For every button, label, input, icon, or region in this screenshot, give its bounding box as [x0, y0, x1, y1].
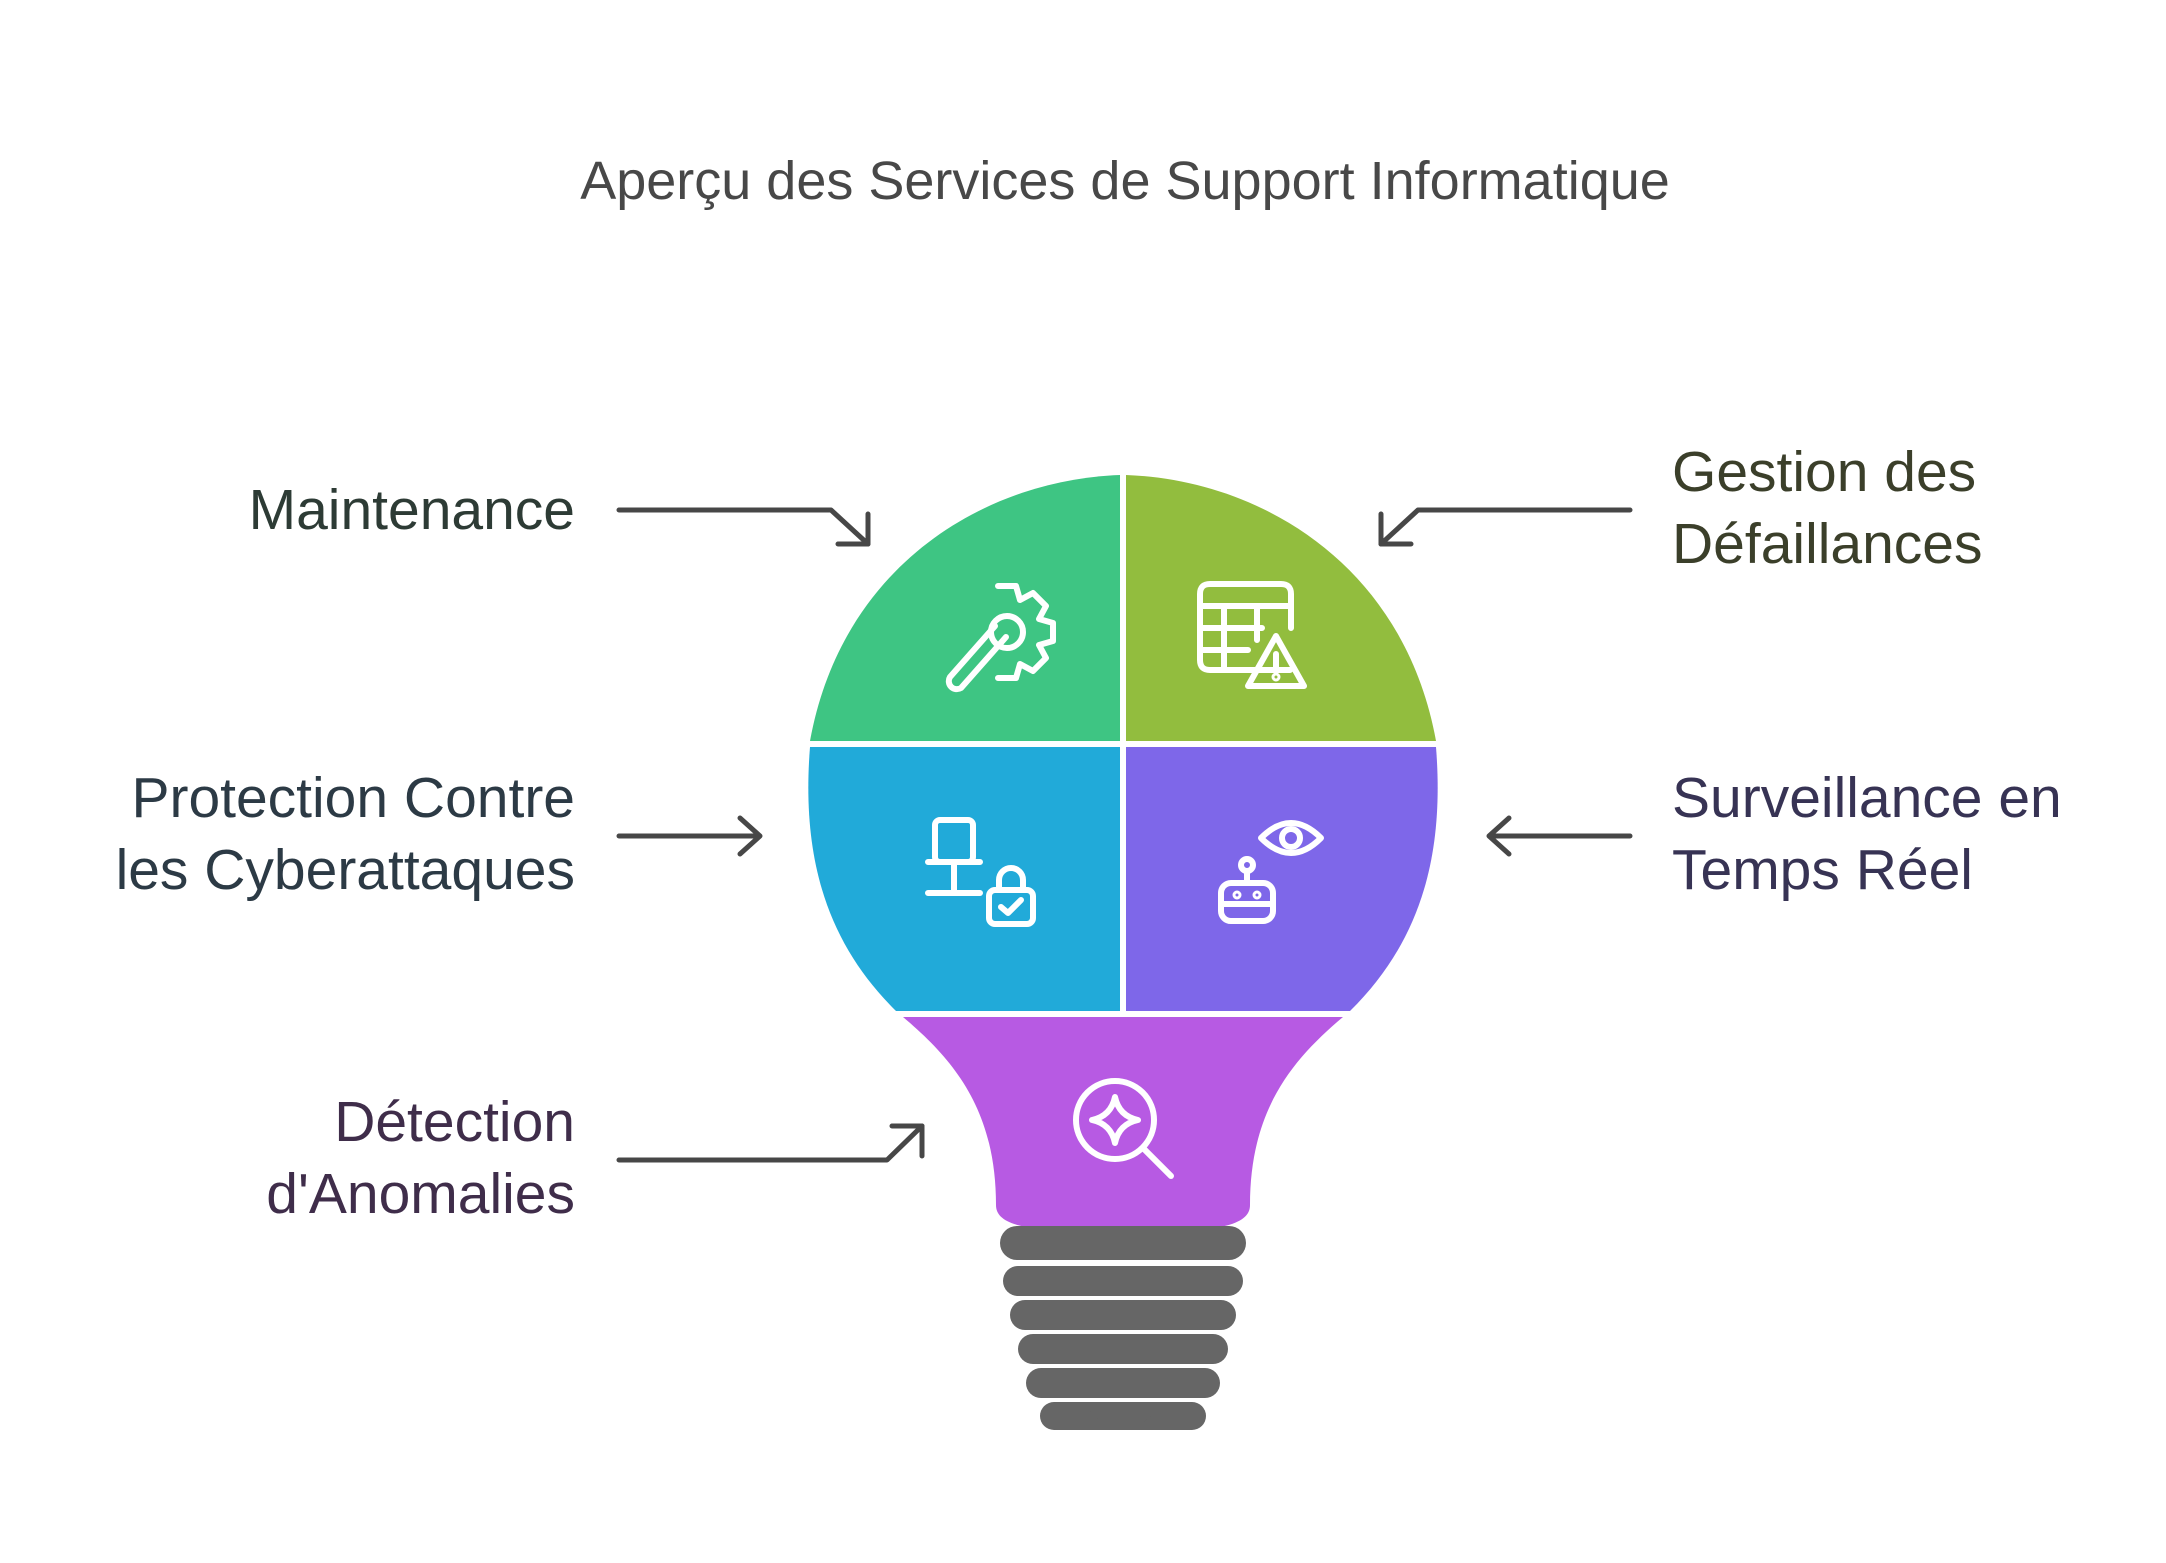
- label-line: Protection Contre: [131, 766, 575, 830]
- magnify-sparkle-icon: [1073, 1078, 1174, 1179]
- arrow-gestion: [1378, 507, 1633, 547]
- label-line: d'Anomalies: [266, 1162, 575, 1226]
- segment-surveillance: [1126, 747, 1438, 1011]
- robot-eye-icon: [1218, 820, 1324, 924]
- label-detection-anomalies: Détection d'Anomalies: [15, 1086, 575, 1230]
- bulb-base: [1000, 1226, 1246, 1430]
- segment-maintenance: [810, 475, 1120, 741]
- arrow-maintenance: [616, 507, 871, 547]
- computer-lock-icon: [925, 817, 1036, 927]
- wrench-gear-icon: [945, 583, 1056, 693]
- label-line: Maintenance: [248, 478, 575, 542]
- label-protection-cyberattaques: Protection Contre les Cyberattaques: [15, 762, 575, 906]
- arrow-surveillance: [1486, 815, 1633, 857]
- label-maintenance: Maintenance: [15, 474, 575, 546]
- label-line: Temps Réel: [1672, 838, 1973, 902]
- segment-protection: [808, 747, 1120, 1011]
- label-line: Défaillances: [1672, 512, 1983, 576]
- diagram-title: Aperçu des Services de Support Informati…: [580, 151, 1670, 211]
- label-line: les Cyberattaques: [115, 838, 575, 902]
- label-surveillance-temps-reel: Surveillance en Temps Réel: [1672, 762, 2166, 906]
- arrow-protection: [616, 815, 763, 857]
- table-warning-icon: [1197, 581, 1307, 689]
- label-line: Surveillance en: [1672, 766, 2062, 830]
- label-line: Détection: [334, 1090, 575, 1154]
- label-line: Gestion des: [1672, 440, 1977, 504]
- label-gestion-des-defaillances: Gestion des Défaillances: [1672, 436, 2166, 580]
- arrow-detection: [616, 1123, 925, 1163]
